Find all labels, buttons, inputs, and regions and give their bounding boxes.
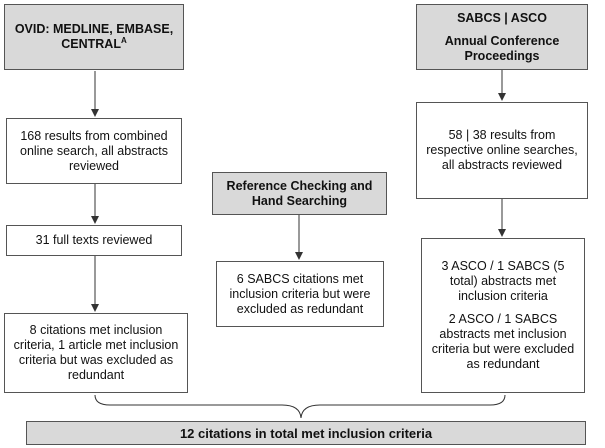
conference-search-results-box: 58 | 38 results from respective online s… xyxy=(416,102,588,199)
left-met-criteria-text: 8 citations met inclusion criteria, 1 ar… xyxy=(13,323,179,382)
reference-source-box: Reference Checking and Hand Searching xyxy=(212,172,387,215)
conference-source-title: SABCS | ASCO xyxy=(457,10,547,25)
ovid-search-results-text: 168 results from combined online search,… xyxy=(20,128,168,173)
reference-source-title: Reference Checking and Hand Searching xyxy=(226,178,373,208)
ovid-source-title: OVID: MEDLINE, EMBASE, CENTRAL xyxy=(14,22,174,51)
ovid-source-box: OVID: MEDLINE, EMBASE, CENTRALA xyxy=(4,4,184,70)
ovid-source-superscript: A xyxy=(120,35,127,45)
conference-search-results-text: 58 | 38 results from respective online s… xyxy=(426,128,578,172)
right-criteria-box: 3 ASCO / 1 SABCS (5 total) abstracts met… xyxy=(421,238,585,393)
conference-source-subtitle: Annual Conference Proceedings xyxy=(444,33,560,63)
bottom-brace xyxy=(94,394,506,419)
final-total-box: 12 citations in total met inclusion crit… xyxy=(26,421,586,445)
full-texts-box: 31 full texts reviewed xyxy=(6,225,182,256)
right-met-criteria-text: 3 ASCO / 1 SABCS (5 total) abstracts met… xyxy=(441,259,565,303)
right-excluded-text: 2 ASCO / 1 SABCS abstracts met inclusion… xyxy=(431,312,575,371)
conference-source-box: SABCS | ASCO Annual Conference Proceedin… xyxy=(416,4,588,70)
ovid-search-results-box: 168 results from combined online search,… xyxy=(6,118,182,184)
middle-outcome-box: 6 SABCS citations met inclusion criteria… xyxy=(216,261,384,327)
final-total-text: 12 citations in total met inclusion crit… xyxy=(179,425,433,441)
middle-outcome-text: 6 SABCS citations met inclusion criteria… xyxy=(229,271,371,316)
full-texts-text: 31 full texts reviewed xyxy=(35,233,153,247)
left-met-criteria-box: 8 citations met inclusion criteria, 1 ar… xyxy=(4,313,188,393)
